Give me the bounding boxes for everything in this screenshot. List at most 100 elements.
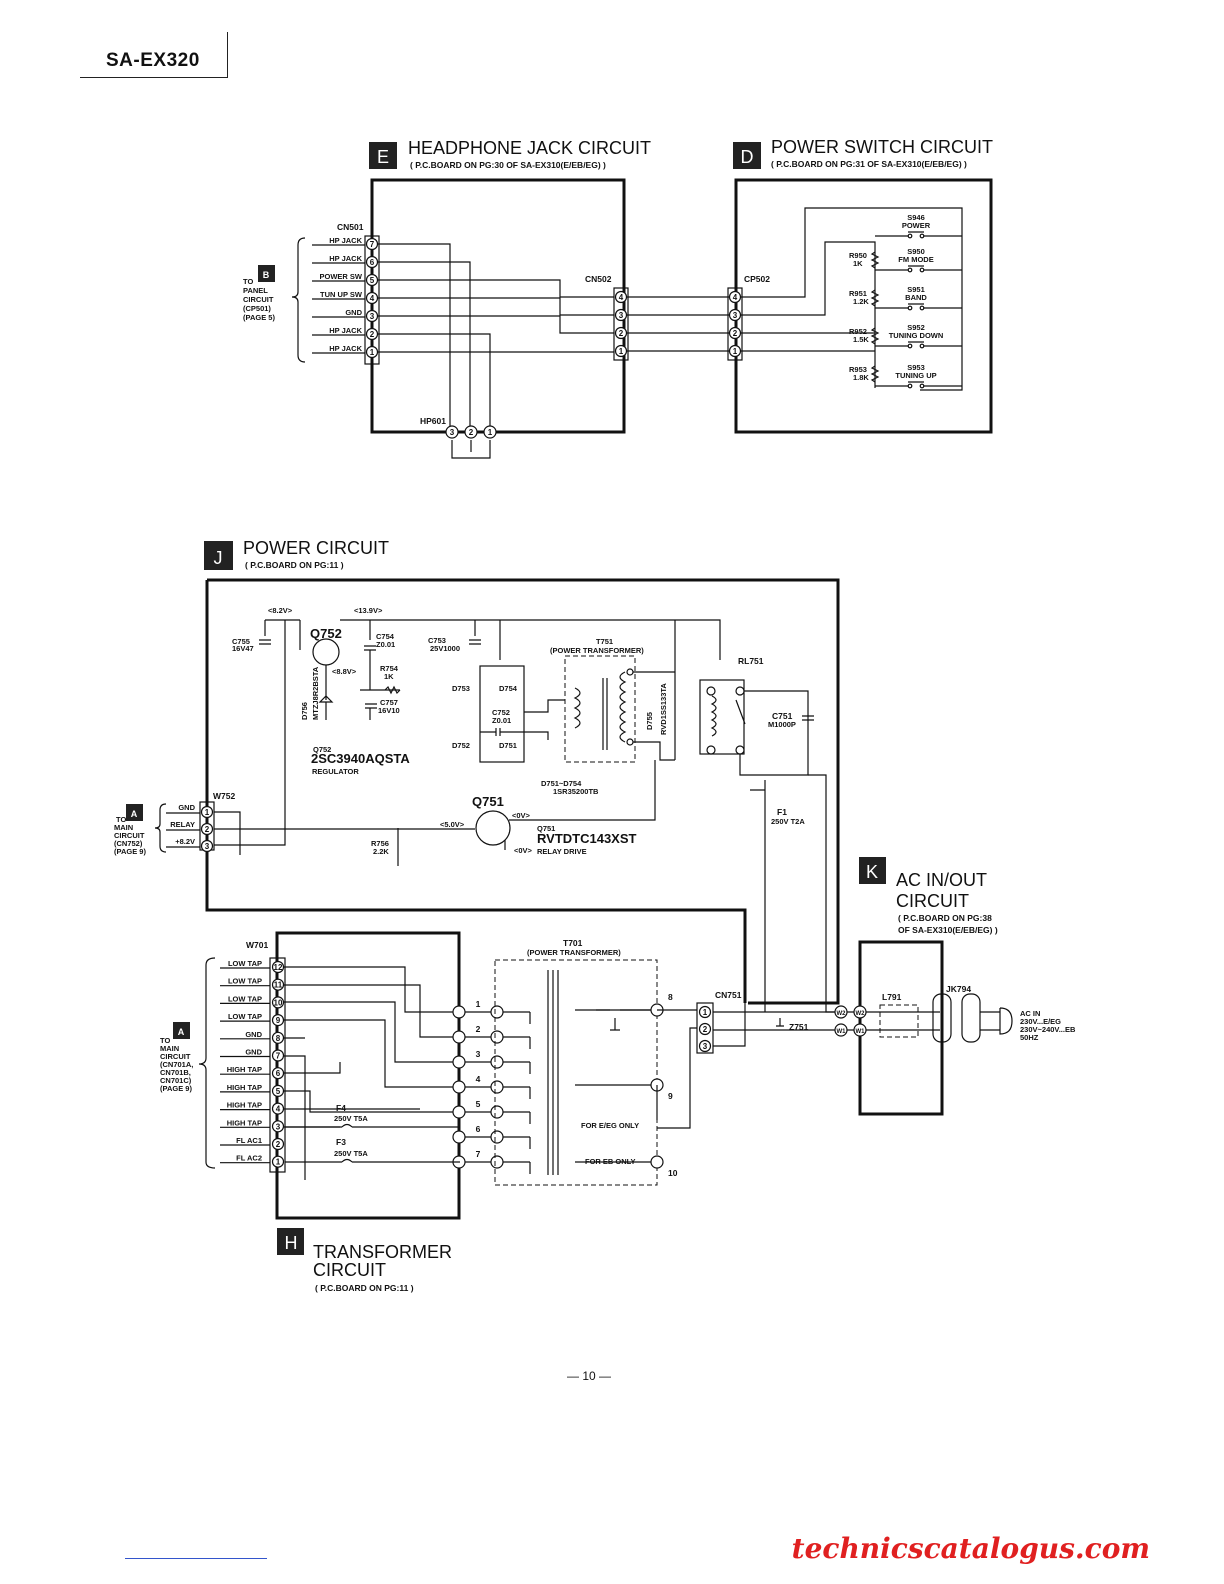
svg-text:<13.9V>: <13.9V>: [354, 606, 383, 615]
w701-pin: [271, 1067, 285, 1080]
pin-number: 3: [370, 312, 375, 321]
power-circuit-subtitle: ( P.C.BOARD ON PG:11 ): [245, 560, 344, 570]
cp502-connector: [727, 287, 743, 361]
svg-text:W2: W2: [856, 1011, 866, 1017]
pin-number: 4: [276, 1105, 281, 1114]
pin-number: 2: [733, 329, 738, 338]
pin-number: 12: [274, 963, 283, 972]
w701-line-label: LOW TAP: [228, 1012, 262, 1021]
cp502-pin: [728, 308, 742, 322]
model-number: SA-EX320: [106, 50, 200, 71]
pin-number: 2: [703, 1025, 708, 1034]
w701-label: W701: [246, 940, 268, 950]
svg-text:(CN701A,: (CN701A,: [160, 1060, 193, 1069]
cn502-pin: [614, 290, 628, 304]
svg-text:250V T5A: 250V T5A: [334, 1149, 368, 1158]
tap-node-left: [452, 1055, 466, 1069]
cn751-label: CN751: [715, 990, 742, 1000]
pin-number: 4: [733, 293, 738, 302]
svg-text:250V T2A: 250V T2A: [771, 817, 805, 826]
resistor-value: 1.2K: [853, 297, 869, 306]
svg-text:CN701B,: CN701B,: [160, 1068, 191, 1077]
power-switch-heading: POWER SWITCH CIRCUIT: [771, 137, 993, 157]
svg-text:Q751: Q751: [472, 794, 504, 809]
cn501-line-label: TUN UP SW: [320, 290, 363, 299]
svg-text:230V~240V...EB: 230V~240V...EB: [1020, 1025, 1076, 1034]
q752-transistor: [312, 638, 340, 666]
w701-line-label: HIGH TAP: [227, 1101, 262, 1110]
switch-ref: S951: [907, 285, 925, 294]
svg-text:A: A: [131, 809, 138, 819]
svg-text:RVTDTC143XST: RVTDTC143XST: [537, 831, 637, 846]
pin-number: 4: [619, 293, 624, 302]
w701-pin: [271, 996, 285, 1009]
tap-node-right: [490, 1005, 504, 1019]
svg-text:D751: D751: [499, 741, 517, 750]
pin-number: 11: [274, 981, 283, 990]
for-e-eg-note: FOR E/EG ONLY: [581, 1121, 639, 1130]
resistor-value: 1.5K: [853, 335, 869, 344]
watermark: technicscatalogus.com: [791, 1532, 1150, 1565]
ac-heading-2: CIRCUIT: [896, 891, 969, 911]
svg-text:D751~D754: D751~D754: [541, 779, 582, 788]
svg-text:T751: T751: [596, 637, 613, 646]
w701-pin: [271, 1102, 285, 1115]
w701-pin: [271, 1031, 285, 1044]
l791-filter: [879, 1004, 919, 1038]
power-switch-board: [734, 178, 993, 434]
svg-text:MTZJ8R2BSTA: MTZJ8R2BSTA: [311, 666, 320, 720]
pin-number: 7: [276, 1052, 281, 1061]
svg-text:2SC3940AQSTA: 2SC3940AQSTA: [311, 751, 410, 766]
resistor-ref: R950: [849, 251, 867, 260]
pin-number: 1: [488, 428, 493, 437]
resistor-ref: R953: [849, 365, 867, 374]
svg-text:230V...E/EG: 230V...E/EG: [1020, 1017, 1061, 1026]
headphone-jack-subtitle: ( P.C.BOARD ON PG:30 OF SA-EX310(E/EB/EG…: [410, 160, 606, 170]
pin-number: 9: [276, 1016, 281, 1025]
pin-number: 2: [205, 825, 210, 834]
w752-pin: [200, 805, 214, 819]
resistor-value: 1K: [853, 259, 863, 268]
svg-text:TO: TO: [243, 277, 253, 286]
jk794-inlet: [932, 993, 952, 1043]
cn501-label: CN501: [337, 222, 364, 232]
svg-text:<0V>: <0V>: [514, 846, 533, 855]
svg-text:D755: D755: [645, 712, 654, 730]
svg-text:CN701C): CN701C): [160, 1076, 192, 1085]
w701-connector: [269, 957, 286, 1173]
svg-text:C754: C754: [376, 632, 395, 641]
pin-number: 4: [370, 294, 375, 303]
hp601-pin: [483, 425, 497, 439]
cn502-pin: [614, 326, 628, 340]
cp502-label: CP502: [744, 274, 770, 284]
svg-text:50HZ: 50HZ: [1020, 1033, 1039, 1042]
pin-number: 2: [370, 330, 375, 339]
w701-line-label: FL AC2: [236, 1154, 262, 1163]
w701-pin: [271, 1084, 285, 1098]
for-eb-note: FOR EB ONLY: [585, 1157, 636, 1166]
svg-text:D752: D752: [452, 741, 470, 750]
svg-text:W1: W1: [856, 1029, 866, 1035]
pin-number: 3: [276, 1122, 281, 1131]
resistor-ref: R951: [849, 289, 867, 298]
cp502-pin: [728, 344, 742, 358]
footer-rule: [125, 1558, 267, 1559]
pin-number: 1: [205, 808, 210, 817]
w701-pin: [271, 978, 285, 991]
svg-text:F1: F1: [777, 807, 787, 817]
w752-pin: [200, 839, 214, 853]
pin-number: 5: [276, 1087, 281, 1096]
svg-text:(CN752): (CN752): [114, 839, 143, 848]
svg-text:C757: C757: [380, 698, 398, 707]
svg-text:REGULATOR: REGULATOR: [312, 767, 359, 776]
page-number: — 10 —: [567, 1369, 611, 1383]
hp601-pin: [464, 425, 478, 439]
power-switch-title: D POWER SWITCH CIRCUIT ( P.C.BOARD ON PG…: [733, 137, 993, 169]
svg-text:L791: L791: [882, 992, 902, 1002]
transformer-subtitle: ( P.C.BOARD ON PG:11 ): [315, 1283, 414, 1293]
svg-text:D754: D754: [499, 684, 518, 693]
